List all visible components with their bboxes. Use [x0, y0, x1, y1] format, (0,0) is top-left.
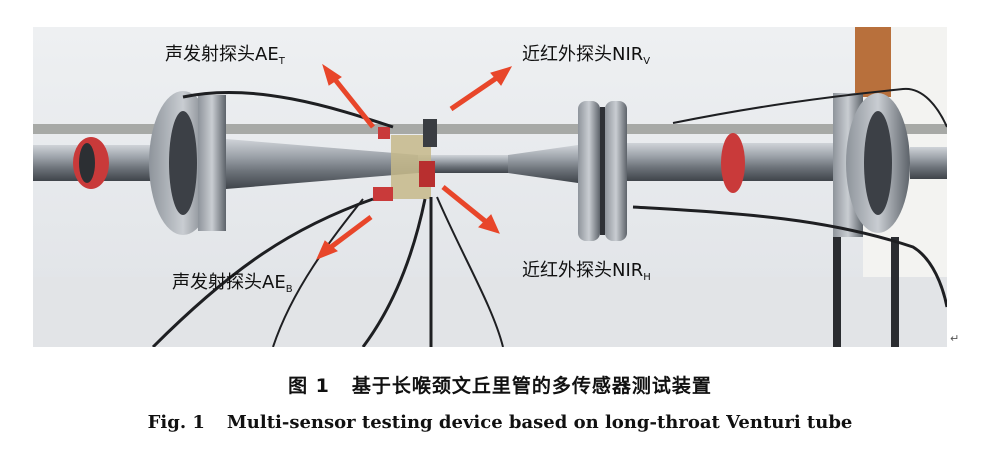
arrow-ae-t [322, 63, 375, 129]
ae-b-probe [373, 187, 393, 201]
arrow-nir-h [441, 185, 500, 234]
right-red-clamp [721, 133, 745, 193]
converging-section [226, 139, 418, 189]
device-illustration [33, 27, 947, 347]
figure-number-cn: 图 1 [288, 375, 330, 397]
label-nir-h: 近红外探头NIRH [522, 260, 651, 283]
figure-caption-en: Fig. 1 Multi-sensor testing device based … [0, 412, 1000, 433]
nir-v-probe [423, 119, 437, 147]
label-ae-top: 声发射探头AET [165, 44, 285, 67]
figure-title-cn: 基于长喉颈文丘里管的多传感器测试装置 [351, 375, 712, 397]
figure-caption-cn: 图 1 基于长喉颈文丘里管的多传感器测试装置 [0, 371, 1000, 398]
nir-h-probe [419, 161, 435, 187]
label-ae-bottom: 声发射探头AEB [172, 272, 293, 295]
throat-section [418, 155, 508, 173]
upper-rod [33, 124, 947, 134]
arrow-ae-b [316, 215, 373, 260]
paragraph-mark: ↵ [950, 332, 960, 345]
figure-title-en: Multi-sensor testing device based on lon… [226, 412, 853, 433]
arrow-nir-v [449, 66, 513, 112]
venturi-device-photo [33, 27, 947, 347]
middle-flange-1 [578, 101, 600, 241]
label-nir-v: 近红外探头NIRV [522, 44, 651, 67]
ae-t-probe [378, 127, 390, 139]
figure-number-en: Fig. 1 [147, 412, 205, 433]
diverging-section [508, 145, 578, 183]
middle-flange-2 [605, 101, 627, 241]
